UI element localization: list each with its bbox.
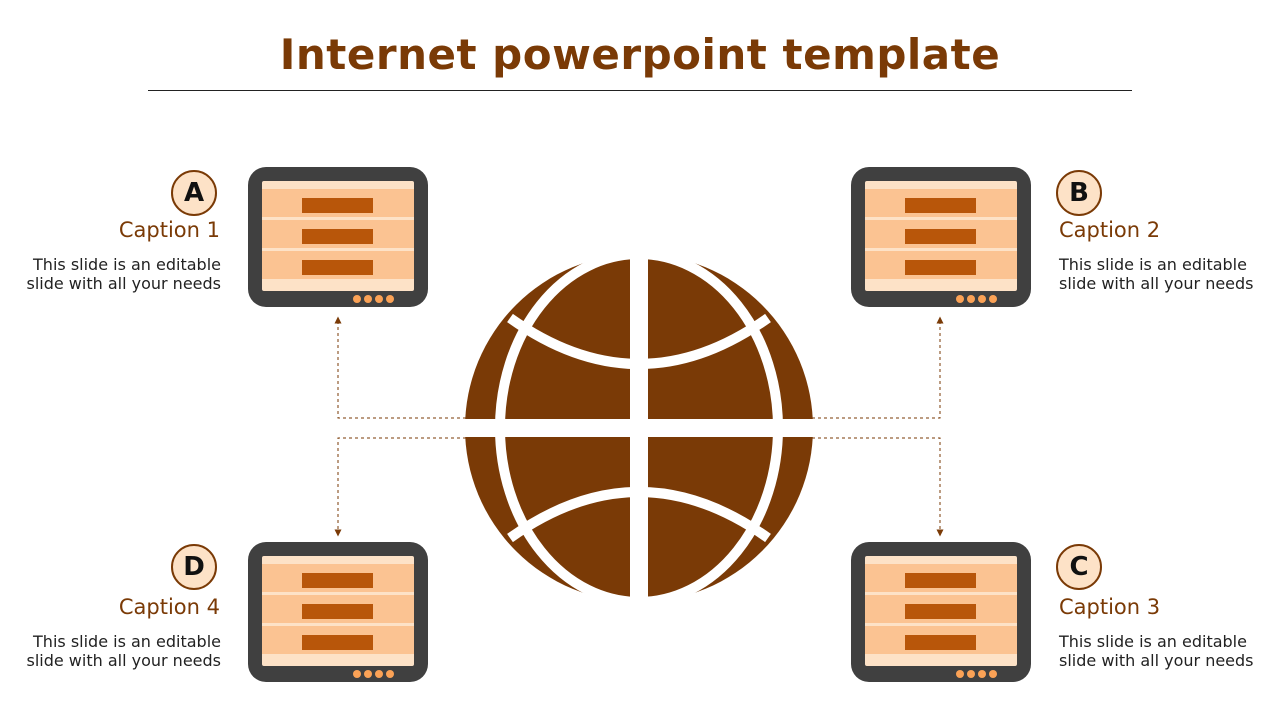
badge-c: C bbox=[1056, 544, 1102, 590]
connector-to-d bbox=[334, 437, 466, 537]
caption-body-3: This slide is an editable slide with all… bbox=[1059, 632, 1254, 670]
caption-title-2: Caption 2 bbox=[1059, 218, 1161, 242]
device-screen bbox=[262, 556, 414, 666]
caption-title-4: Caption 4 bbox=[118, 595, 220, 619]
caption-body-1: This slide is an editable slide with all… bbox=[26, 255, 221, 293]
device-c bbox=[851, 542, 1031, 682]
device-d bbox=[248, 542, 428, 682]
device-indicator-dots bbox=[956, 295, 997, 304]
badge-a: A bbox=[171, 170, 217, 216]
caption-body-2: This slide is an editable slide with all… bbox=[1059, 255, 1254, 293]
connector-to-c bbox=[812, 437, 944, 537]
connector-to-b bbox=[812, 316, 944, 419]
device-a bbox=[248, 167, 428, 307]
badge-b: B bbox=[1056, 170, 1102, 216]
caption-title-1: Caption 1 bbox=[118, 218, 220, 242]
title-divider bbox=[148, 90, 1132, 91]
device-screen bbox=[865, 181, 1017, 291]
caption-title-3: Caption 3 bbox=[1059, 595, 1161, 619]
caption-body-4: This slide is an editable slide with all… bbox=[26, 632, 221, 670]
device-screen bbox=[865, 556, 1017, 666]
page-title: Internet powerpoint template bbox=[279, 30, 1001, 79]
device-indicator-dots bbox=[956, 670, 997, 679]
connector-to-a bbox=[334, 316, 466, 419]
badge-d: D bbox=[171, 544, 217, 590]
globe-icon bbox=[460, 249, 818, 607]
device-indicator-dots bbox=[353, 670, 394, 679]
device-indicator-dots bbox=[353, 295, 394, 304]
device-b bbox=[851, 167, 1031, 307]
device-screen bbox=[262, 181, 414, 291]
connector-lines bbox=[334, 316, 944, 537]
